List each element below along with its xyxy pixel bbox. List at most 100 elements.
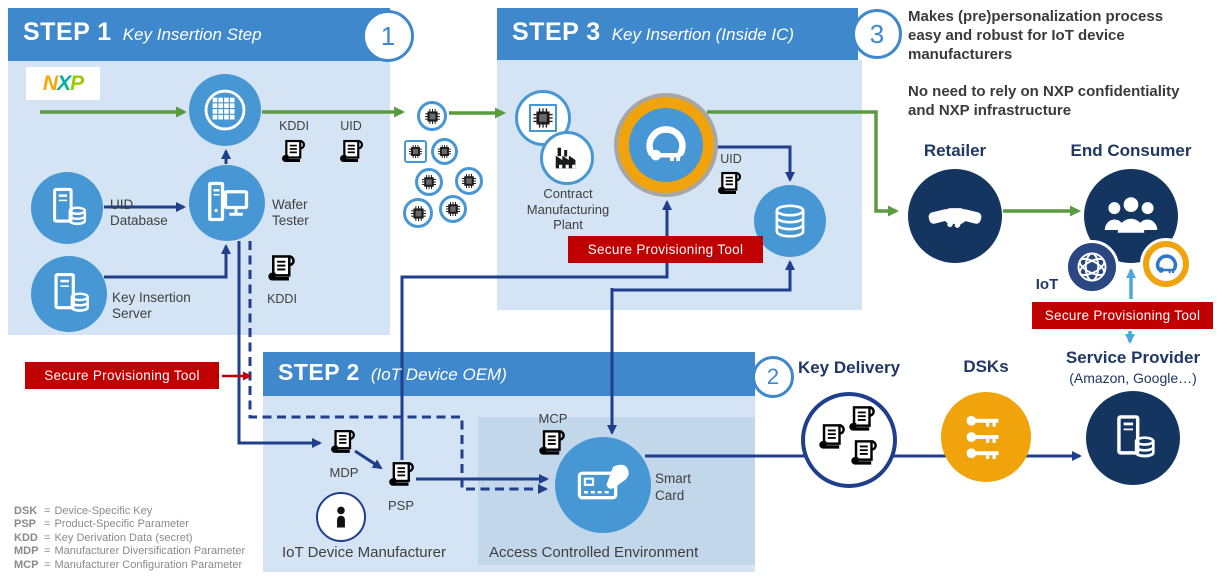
database-icon xyxy=(769,200,811,242)
die-circle xyxy=(417,101,447,131)
legend-row: KDD=Key Derivation Data (secret) xyxy=(14,532,245,545)
die-circle xyxy=(439,195,467,223)
retailer-circle xyxy=(908,169,1002,263)
factory-icon xyxy=(552,143,582,173)
secure-provisioning-circle xyxy=(614,93,718,197)
mdp-label: MDP xyxy=(329,465,359,480)
legend-desc: Manufacturer Diversification Parameter xyxy=(54,545,246,558)
die-circle xyxy=(415,168,443,196)
scroll-icon xyxy=(817,422,847,452)
nxp-logo-letter-p: P xyxy=(70,71,84,95)
key-inner-circle xyxy=(1149,247,1183,281)
mcp-label: MCP xyxy=(538,411,568,426)
smart-card-icon xyxy=(574,456,632,514)
scroll-icon xyxy=(849,438,879,468)
wafer-icon xyxy=(202,87,248,133)
kddi-scroll-icon xyxy=(266,253,297,284)
dashed-line-kdd-to-smartcard xyxy=(248,241,548,494)
wafer-tester-circle xyxy=(189,165,265,241)
green-arrow-step3-to-retailer xyxy=(707,110,899,217)
die-circle xyxy=(403,198,433,228)
die-circle xyxy=(431,138,458,165)
key-inner-circle xyxy=(629,108,703,182)
step3-header: STEP 3 Key Insertion (Inside IC) xyxy=(497,8,858,60)
legend-row: MDP=Manufacturer Diversification Paramet… xyxy=(14,545,245,558)
handshake-icon xyxy=(927,188,983,244)
nxp-logo-letter-n: N xyxy=(42,71,58,95)
uid-scroll-icon xyxy=(338,138,365,165)
wafer-tester-label: Wafer Tester xyxy=(272,197,309,228)
step3-number-badge: 3 xyxy=(852,9,902,59)
mcp-scroll-icon xyxy=(537,428,567,458)
step2-header: STEP 2 (IoT Device OEM) xyxy=(263,352,755,396)
step1-header: STEP 1 Key Insertion Step xyxy=(8,8,390,61)
scroll-icon xyxy=(847,404,877,434)
mdp-scroll-icon xyxy=(329,428,357,456)
note-paragraph-2: No need to rely on NXP confidentiality a… xyxy=(908,83,1180,119)
uid-label: UID xyxy=(340,119,362,133)
uid-label: UID xyxy=(720,152,742,166)
nxp-logo-letter-x: X xyxy=(57,71,71,95)
arrow-sptcircle-to-db xyxy=(716,145,795,182)
legend-desc: Device-Specific Key xyxy=(54,505,153,517)
service-provider-circle xyxy=(1086,391,1180,485)
secure-provisioning-tool-badge: Secure Provisioning Tool xyxy=(1032,302,1213,329)
key-insertion-server-circle xyxy=(31,256,107,332)
secure-provisioning-tool-badge: Secure Provisioning Tool xyxy=(25,362,219,389)
step2-subtitle: (IoT Device OEM) xyxy=(370,365,507,384)
line-wafertester-to-mdp xyxy=(237,241,322,448)
uid-database-circle xyxy=(31,172,103,244)
chip-outline xyxy=(529,104,557,132)
legend-desc: Product-Specific Parameter xyxy=(54,518,189,531)
step2-title: STEP 2 xyxy=(278,359,360,385)
retailer-label: Retailer xyxy=(923,141,987,160)
service-provider-label: Service Provider xyxy=(1065,348,1201,367)
uid-database-label: UID Database xyxy=(110,197,168,228)
small-key-circle xyxy=(1140,238,1192,290)
key-ring-icon xyxy=(1153,251,1180,278)
step1-number-badge: 1 xyxy=(362,10,414,62)
legend-row: MCP =Manufacturer Configuration Parameter xyxy=(14,559,245,572)
three-keys-icon xyxy=(960,411,1012,463)
access-controlled-environment-label: Access Controlled Environment xyxy=(489,544,699,561)
wafer-circle xyxy=(189,74,261,146)
orange-ring xyxy=(618,97,714,193)
people-group-icon xyxy=(1103,188,1159,244)
legend-row: PSP=Product-Specific Parameter xyxy=(14,518,245,531)
legend-separator: = xyxy=(44,505,51,517)
legend-row: DSK =Device-Specific Key xyxy=(14,505,245,518)
kddi-scroll-icon xyxy=(280,138,307,165)
contract-manufacturing-plant-label: Contract Manufacturing Plant xyxy=(526,186,610,232)
psp-label: PSP xyxy=(387,498,414,513)
kddi-label: KDDI xyxy=(267,292,297,306)
legend-separator: = xyxy=(44,558,51,571)
note-paragraph-1: Makes (pre)personalization process easy … xyxy=(908,8,1164,63)
secure-provisioning-tool-badge: Secure Provisioning Tool xyxy=(568,236,763,263)
legend-abbr: DSK xyxy=(14,505,38,517)
psp-scroll-icon xyxy=(387,460,416,489)
dsks-circle xyxy=(941,392,1031,482)
step2-number-badge: 2 xyxy=(752,356,794,398)
key-insertion-server-label: Key Insertion Server xyxy=(112,290,191,321)
uid-scroll-icon xyxy=(716,170,743,197)
end-consumer-label: End Consumer xyxy=(1070,141,1192,160)
legend-desc: Key Derivation Data (secret) xyxy=(54,531,193,544)
legend-abbr: PSP xyxy=(14,518,37,531)
legend-desc: Manufacturer Configuration Parameter xyxy=(54,558,243,571)
legend-abbr: MCP xyxy=(14,558,39,571)
person-icon xyxy=(327,503,355,531)
smart-card-label: Smart Card xyxy=(655,471,692,503)
arrow-mdp-to-psp xyxy=(354,449,383,470)
iot-label: IoT xyxy=(1035,276,1059,293)
key-ring-icon xyxy=(641,120,691,170)
die-square xyxy=(404,140,427,163)
key-delivery-label: Key Delivery xyxy=(797,358,901,377)
server-database-icon xyxy=(46,271,92,317)
globe-icon xyxy=(1074,249,1110,285)
step3-title: STEP 3 xyxy=(512,18,601,46)
smart-card-circle xyxy=(555,437,651,533)
step3-subtitle: Key Insertion (Inside IC) xyxy=(611,25,795,44)
iot-device-manufacturer-label: IoT Device Manufacturer xyxy=(282,544,446,561)
